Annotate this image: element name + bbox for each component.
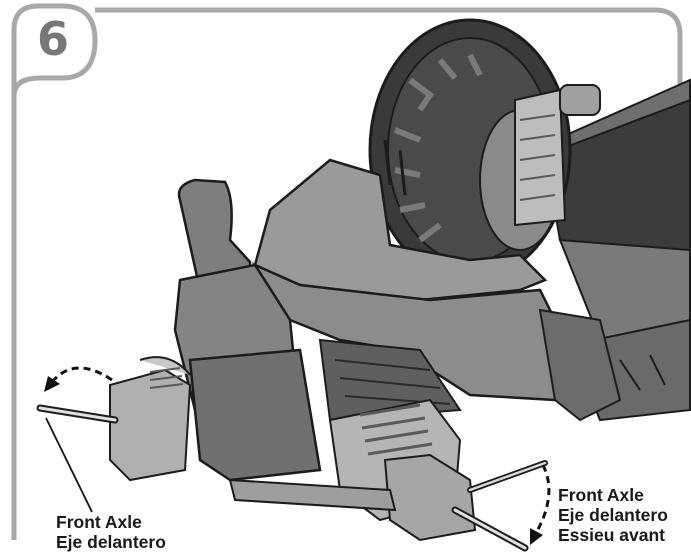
callout-right-line-1: Front Axle xyxy=(558,485,644,505)
front-right-hub xyxy=(228,398,477,542)
step-frame-top xyxy=(95,7,683,90)
callout-right-line-3: Essieu avant xyxy=(558,525,665,545)
rotate-arrow-left xyxy=(44,366,113,392)
callout-label-left: Front Axle Eje delantero xyxy=(56,512,166,552)
step-badge xyxy=(11,3,98,97)
leader-line-left xyxy=(45,417,93,513)
front-left-hub xyxy=(109,356,192,482)
rear-suspension xyxy=(514,84,601,227)
callout-right-line-2: Eje delantero xyxy=(558,505,668,525)
callout-label-right: Front Axle Eje delantero Essieu avant xyxy=(558,485,668,545)
front-axle-right xyxy=(451,460,548,552)
callout-left-line-2: Eje delantero xyxy=(56,532,166,552)
callout-left-line-1: Front Axle xyxy=(56,512,142,532)
rotate-arrow-right xyxy=(530,464,551,545)
vehicle-body xyxy=(173,139,622,482)
step-number: 6 xyxy=(36,12,69,66)
front-axle-left xyxy=(36,404,119,424)
